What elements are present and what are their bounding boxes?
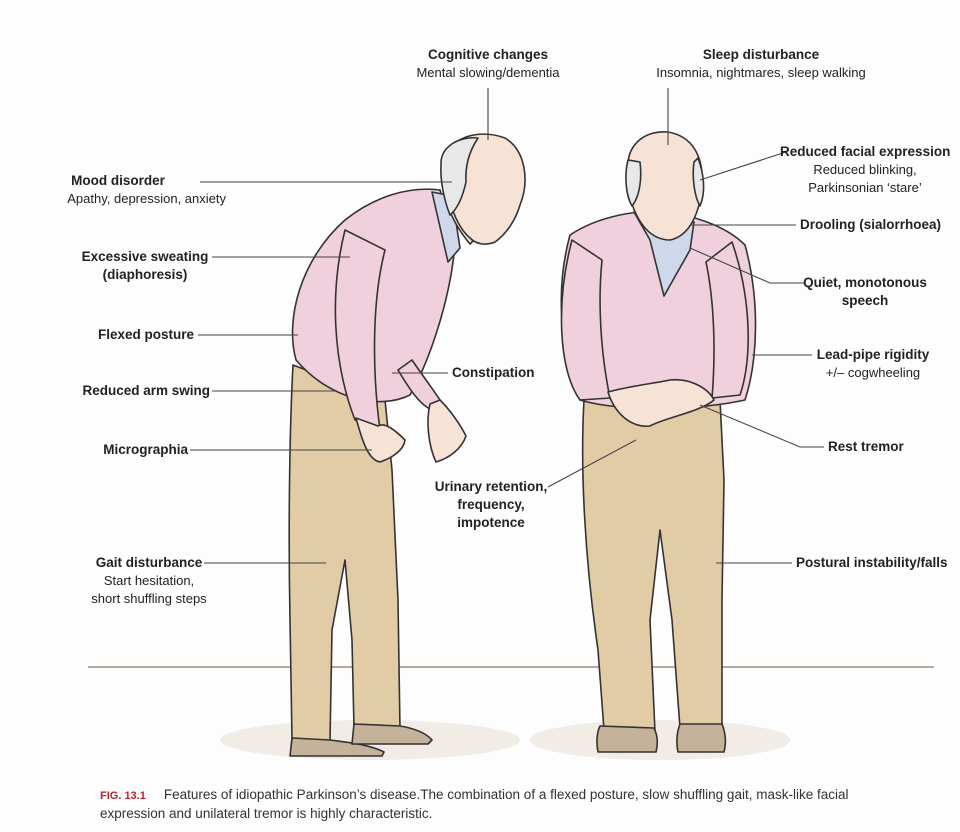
label-urinary-line2: frequency, <box>457 497 525 512</box>
label-constipation-title: Constipation <box>452 365 535 380</box>
label-flexed-title: Flexed posture <box>97 327 194 342</box>
label-rest-tremor: Rest tremor <box>828 438 938 456</box>
label-gait-sub1: Start hesitation, <box>103 573 195 588</box>
right-man-arm-left <box>560 239 611 401</box>
left-man-hair <box>440 137 479 216</box>
label-constipation: Constipation <box>452 364 562 382</box>
label-lead-pipe-rigidity: Lead-pipe rigidity +/– cogwheeling <box>808 346 938 382</box>
label-facial-sub1: Reduced blinking, <box>813 162 917 177</box>
right-man-shoe-right <box>676 723 727 753</box>
label-drooling-title: Drooling (sialorrhoea) <box>800 217 942 232</box>
label-postural-instability: Postural instability/falls <box>796 554 956 572</box>
left-man-shoe-front <box>351 723 433 745</box>
label-cognitive-sub: Mental slowing/dementia <box>416 65 560 80</box>
label-facial-title: Reduced facial expression <box>780 144 951 159</box>
floor-shadow-right <box>530 720 790 760</box>
right-man-hair-left <box>625 159 642 207</box>
left-man-hand-back <box>355 417 406 463</box>
label-drooling: Drooling (sialorrhoea) <box>800 216 950 234</box>
upright-man-figure <box>560 131 757 753</box>
label-tremor-title: Rest tremor <box>828 439 904 454</box>
label-rigidity-sub: +/– cogwheeling <box>825 365 921 380</box>
label-micrographia-title: Micrographia <box>103 442 188 457</box>
caption-text: Features of idiopathic Parkinson’s disea… <box>100 787 849 821</box>
label-sweating-sub: (diaphoresis) <box>102 267 188 282</box>
caption-figure-number: FIG. 13.1 <box>100 790 146 802</box>
label-excessive-sweating: Excessive sweating (diaphoresis) <box>80 248 210 284</box>
leader-tremor <box>699 404 824 448</box>
label-postural-title: Postural instability/falls <box>796 555 948 570</box>
label-speech-line1: Quiet, monotonous <box>803 275 927 290</box>
label-rigidity-title: Lead-pipe rigidity <box>816 347 930 362</box>
leader-speech <box>689 247 804 284</box>
stooped-man-figure <box>288 133 526 757</box>
leader-urinary <box>547 439 637 488</box>
label-quiet-speech: Quiet, monotonous speech <box>798 274 932 310</box>
leader-facial <box>699 151 787 181</box>
label-mood-disorder: Mood disorder Apathy, depression, anxiet… <box>30 172 226 208</box>
left-man-trousers <box>288 364 401 743</box>
label-sleep-sub: Insomnia, nightmares, sleep walking <box>656 65 866 80</box>
label-speech-line2: speech <box>841 293 889 308</box>
label-micrographia: Micrographia <box>60 441 188 459</box>
label-reduced-arm-swing: Reduced arm swing <box>60 382 210 400</box>
left-man-hand-front <box>427 399 467 463</box>
label-gait-disturbance: Gait disturbance Start hesitation, short… <box>80 554 218 608</box>
label-gait-title: Gait disturbance <box>95 555 203 570</box>
label-urinary-retention: Urinary retention, frequency, impotence <box>426 478 556 532</box>
right-man-shoe-left <box>596 725 659 753</box>
label-cognitive-changes: Cognitive changes Mental slowing/dementi… <box>340 46 636 82</box>
right-man-hands <box>607 378 715 427</box>
label-urinary-line1: Urinary retention, <box>434 479 548 494</box>
label-cognitive-title: Cognitive changes <box>427 47 549 62</box>
label-urinary-line3: impotence <box>457 515 525 530</box>
label-facial-sub2: Parkinsonian ‘stare’ <box>808 180 922 195</box>
left-man-shoe-back <box>289 737 385 757</box>
label-sweating-title: Excessive sweating <box>81 249 209 264</box>
label-reduced-facial-expression: Reduced facial expression Reduced blinki… <box>780 143 950 197</box>
leader-lines <box>190 88 824 564</box>
label-sleep-disturbance: Sleep disturbance Insomnia, nightmares, … <box>620 46 902 82</box>
label-armswing-title: Reduced arm swing <box>82 383 210 398</box>
label-flexed-posture: Flexed posture <box>60 326 194 344</box>
right-man-trousers <box>581 399 725 733</box>
label-sleep-title: Sleep disturbance <box>702 47 820 62</box>
right-man-arm-right <box>705 241 749 399</box>
label-gait-sub2: short shuffling steps <box>91 591 207 606</box>
label-mood-sub: Apathy, depression, anxiety <box>67 191 226 206</box>
label-mood-title: Mood disorder <box>71 173 165 188</box>
right-man-hair-right <box>692 157 705 207</box>
